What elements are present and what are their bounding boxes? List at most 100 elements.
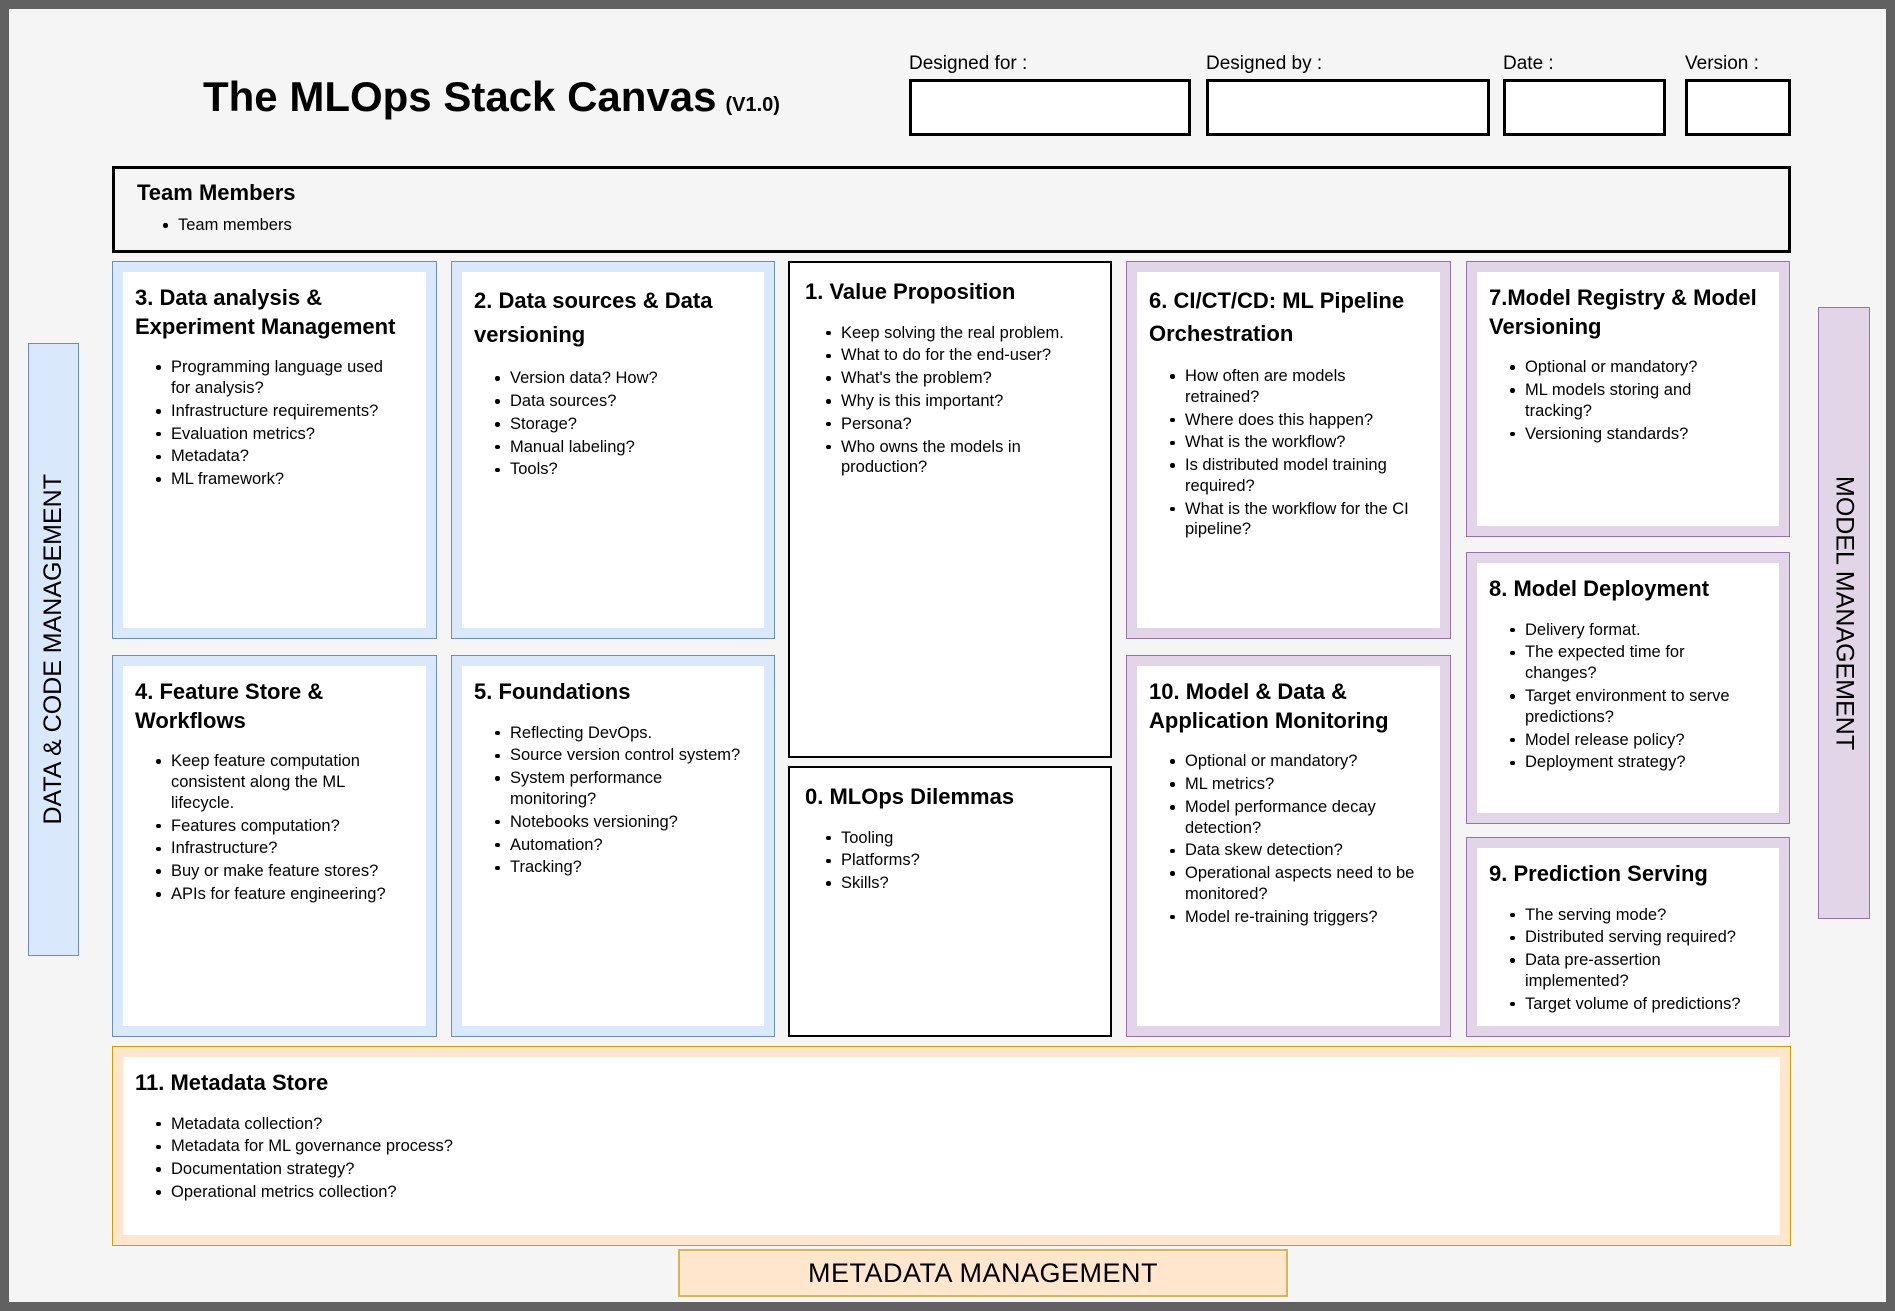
bullet-item: Optional or mandatory? xyxy=(1170,751,1420,772)
bullet-item: Why is this important? xyxy=(826,391,1087,412)
bullet-item: The serving mode? xyxy=(1510,905,1759,926)
bullet-item: Programming language used for analysis? xyxy=(156,357,406,399)
bullet-item: Data sources? xyxy=(495,391,744,412)
panel-title: 5. Foundations xyxy=(474,679,631,704)
panel-bullets: Optional or mandatory?ML metrics?Model p… xyxy=(1149,751,1428,927)
bullet-item: Metadata collection? xyxy=(156,1114,1760,1135)
bullet-item: Operational aspects need to be monitored… xyxy=(1170,863,1420,905)
bullet-item: Automation? xyxy=(495,835,744,856)
bullet-item: Model release policy? xyxy=(1510,730,1759,751)
bullet-item: Tooling xyxy=(826,828,1087,849)
bullet-item: Data skew detection? xyxy=(1170,840,1420,861)
bullet-item: ML metrics? xyxy=(1170,774,1420,795)
bullet-item: ML models storing and tracking? xyxy=(1510,380,1759,422)
bullet-item: Features computation? xyxy=(156,816,406,837)
bullet-item: The expected time for changes? xyxy=(1510,642,1759,684)
panel-bullets: Metadata collection?Metadata for ML gove… xyxy=(135,1114,1768,1203)
panel-bullets: Keep feature computation consistent alon… xyxy=(135,751,414,904)
page-title-text: The MLOps Stack Canvas xyxy=(203,73,717,120)
bullet-item: Where does this happen? xyxy=(1170,410,1420,431)
bullet-item: Who owns the models in production? xyxy=(826,437,1087,479)
model-management-label: MODEL MANAGEMENT xyxy=(1830,475,1859,751)
panel-model-registry: 7.Model Registry & Model Versioning Opti… xyxy=(1466,261,1790,537)
bullet-item: Notebooks versioning? xyxy=(495,812,744,833)
bullet-item: Version data? How? xyxy=(495,368,744,389)
panel-ci-pipeline: 6. CI/CT/CD: ML Pipeline Orchestration H… xyxy=(1126,261,1451,639)
bullet-item: Team members xyxy=(163,215,1780,236)
team-members-list: Team members xyxy=(115,215,1788,236)
panel-title: 7.Model Registry & Model Versioning xyxy=(1489,285,1757,339)
bullet-item: What to do for the end-user? xyxy=(826,345,1087,366)
bullet-item: What's the problem? xyxy=(826,368,1087,389)
bullet-item: Keep feature computation consistent alon… xyxy=(156,751,406,813)
panel-title: 9. Prediction Serving xyxy=(1489,861,1708,886)
designed-by-input[interactable] xyxy=(1206,79,1490,136)
bullet-item: Platforms? xyxy=(826,850,1087,871)
panel-title: 11. Metadata Store xyxy=(135,1070,329,1095)
panel-title: 6. CI/CT/CD: ML Pipeline Orchestration xyxy=(1149,288,1405,346)
bullet-item: Operational metrics collection? xyxy=(156,1182,1760,1203)
bullet-item: Source version control system? xyxy=(495,745,744,766)
panel-data-analysis: 3. Data analysis & Experiment Management… xyxy=(112,261,437,639)
panel-bullets: Delivery format.The expected time for ch… xyxy=(1489,620,1767,773)
data-code-management-bar: DATA & CODE MANAGEMENT xyxy=(28,343,79,956)
bullet-item: Keep solving the real problem. xyxy=(826,323,1087,344)
panel-title: 10. Model & Data & Application Monitorin… xyxy=(1149,679,1389,733)
panel-bullets: Optional or mandatory?ML models storing … xyxy=(1489,357,1767,444)
panel-bullets: Programming language used for analysis?I… xyxy=(135,357,414,490)
bullet-item: How often are models retrained? xyxy=(1170,366,1420,408)
page-title: The MLOps Stack Canvas (V1.0) xyxy=(203,73,780,120)
bullet-item: Tracking? xyxy=(495,857,744,878)
bullet-item: Reflecting DevOps. xyxy=(495,723,744,744)
panel-title: Team Members xyxy=(137,180,296,205)
bullet-item: Manual labeling? xyxy=(495,437,744,458)
bullet-item: Buy or make feature stores? xyxy=(156,861,406,882)
panel-data-sources: 2. Data sources & Data versioning Versio… xyxy=(451,261,775,639)
bullet-item: APIs for feature engineering? xyxy=(156,884,406,905)
bullet-item: Data pre-assertion implemented? xyxy=(1510,950,1759,992)
panel-metadata-store: 11. Metadata Store Metadata collection?M… xyxy=(112,1046,1791,1246)
date-input[interactable] xyxy=(1503,79,1666,136)
bullet-item: Metadata? xyxy=(156,446,406,467)
model-management-bar: MODEL MANAGEMENT xyxy=(1818,307,1870,919)
bullet-item: System performance monitoring? xyxy=(495,768,744,810)
panel-title: 8. Model Deployment xyxy=(1489,576,1710,601)
bullet-item: Persona? xyxy=(826,414,1087,435)
version-tag: (V1.0) xyxy=(725,94,780,116)
bullet-item: Target environment to serve predictions? xyxy=(1510,686,1759,728)
panel-title: 0. MLOps Dilemmas xyxy=(805,784,1015,809)
bullet-item: Versioning standards? xyxy=(1510,424,1759,445)
bullet-item: Infrastructure? xyxy=(156,838,406,859)
bullet-item: Model performance decay detection? xyxy=(1170,797,1420,839)
bullet-item: Target volume of predictions? xyxy=(1510,994,1759,1015)
bullet-item: ML framework? xyxy=(156,469,406,490)
bullet-item: What is the workflow for the CI pipeline… xyxy=(1170,499,1420,541)
panel-title: 4. Feature Store & Workflows xyxy=(135,679,324,733)
bullet-item: Storage? xyxy=(495,414,744,435)
panel-team-members: Team Members Team members xyxy=(112,166,1791,253)
version-input[interactable] xyxy=(1685,79,1791,136)
panel-title: 1. Value Proposition xyxy=(805,279,1016,304)
designed-for-label: Designed for : xyxy=(909,53,1028,74)
panel-prediction-serving: 9. Prediction Serving The serving mode?D… xyxy=(1466,837,1790,1037)
panel-bullets: The serving mode?Distributed serving req… xyxy=(1489,905,1767,1015)
bullet-item: Model re-training triggers? xyxy=(1170,907,1420,928)
bullet-item: Distributed serving required? xyxy=(1510,927,1759,948)
panel-model-deployment: 8. Model Deployment Delivery format.The … xyxy=(1466,552,1790,824)
panel-bullets: Version data? How?Data sources?Storage?M… xyxy=(474,368,752,480)
date-label: Date : xyxy=(1503,53,1554,74)
bullet-item: Is distributed model training required? xyxy=(1170,455,1420,497)
designed-for-input[interactable] xyxy=(909,79,1191,136)
panel-bullets: How often are models retrained?Where doe… xyxy=(1149,366,1428,540)
metadata-management-banner: METADATA MANAGEMENT xyxy=(678,1249,1288,1297)
bullet-item: Deployment strategy? xyxy=(1510,752,1759,773)
bullet-item: Tools? xyxy=(495,459,744,480)
bullet-item: Documentation strategy? xyxy=(156,1159,1760,1180)
panel-bullets: Reflecting DevOps.Source version control… xyxy=(474,723,752,878)
bullet-item: Metadata for ML governance process? xyxy=(156,1136,1760,1157)
bullet-item: Infrastructure requirements? xyxy=(156,401,406,422)
panel-feature-store: 4. Feature Store & Workflows Keep featur… xyxy=(112,655,437,1037)
